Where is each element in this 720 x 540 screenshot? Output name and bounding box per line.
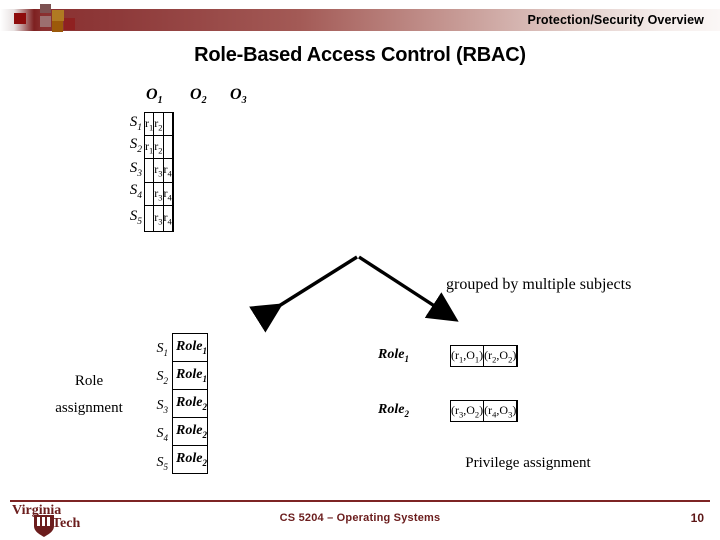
privilege-cell-r1c1: (r1,O1) xyxy=(449,345,485,367)
matrix-cell-r3c3: r4 xyxy=(162,158,173,183)
header-deco-square-4 xyxy=(52,10,64,21)
list-item: Role2 xyxy=(172,417,208,446)
table-row: (r3,O2)(r4,O3) xyxy=(449,400,519,422)
header-deco-square-3 xyxy=(40,16,51,27)
matrix-cell-r5c1 xyxy=(143,205,155,232)
list-item: Role2 xyxy=(172,389,208,418)
list-item: Role1 xyxy=(172,361,208,390)
arrow-right xyxy=(358,255,459,322)
role-assignment-label-line2: assignment xyxy=(55,400,123,416)
matrix-cell-r1-tail xyxy=(171,112,174,136)
logo-word-virginia: Virginia xyxy=(12,503,62,518)
role-assignment-label: Role assignment xyxy=(34,368,144,422)
list-item: Role1 xyxy=(172,333,208,362)
privilege-cell-r2c2: (r4,O3) xyxy=(483,400,518,422)
privilege-cell-r1-empty xyxy=(516,345,519,367)
matrix-col-header-3: O3 xyxy=(230,86,247,107)
matrix-row-label-4: S4 xyxy=(129,182,142,201)
privilege-table-2: (r3,O2)(r4,O3) xyxy=(449,400,519,422)
role-row-label-3: S3 xyxy=(156,398,169,415)
matrix-cell-r5-tail xyxy=(171,205,174,232)
matrix-row-label-3: S3 xyxy=(129,160,142,179)
matrix-col-header-2: O2 xyxy=(190,86,207,107)
matrix-cell-r1c1: r1 xyxy=(143,112,155,136)
header-deco-square-1 xyxy=(14,13,26,24)
matrix-cell-r4-tail xyxy=(171,182,174,206)
vt-shield-icon xyxy=(34,515,54,537)
grouped-by-multiple-subjects-note: grouped by multiple subjects xyxy=(446,276,632,293)
page-title: Role-Based Access Control (RBAC) xyxy=(194,44,526,66)
header-overview-label: Protection/Security Overview xyxy=(527,13,704,27)
footer-page-number: 10 xyxy=(690,511,704,525)
header-deco-square-5 xyxy=(52,21,63,32)
footer-course-label: CS 5204 – Operating Systems xyxy=(279,512,441,524)
footer-divider xyxy=(10,500,710,502)
logo-word-tech: Tech xyxy=(52,516,81,531)
privilege-table-1: (r1,O1)(r2,O2) xyxy=(449,345,519,367)
matrix-col-header-1: O1 xyxy=(146,86,163,107)
grouping-arrows xyxy=(249,255,459,333)
matrix-cell-r4c3: r4 xyxy=(162,182,173,206)
matrix-cell-r3c2: r3 xyxy=(153,158,164,183)
matrix-cell-r1c3 xyxy=(162,112,173,136)
role-cell-4: Role2 xyxy=(172,417,208,446)
privilege-cell-r2-empty xyxy=(516,400,519,422)
matrix-row-label-5: S5 xyxy=(129,208,142,227)
role-row-label-5: S5 xyxy=(156,455,169,472)
matrix-cell-r1c2: r2 xyxy=(153,112,164,136)
matrix-cell-r5c3: r4 xyxy=(162,205,173,232)
matrix-cell-r2-tail xyxy=(171,135,174,159)
role-cell-1: Role1 xyxy=(172,333,208,362)
header-deco-square-2 xyxy=(40,4,51,13)
privilege-cell-r2c1: (r3,O2) xyxy=(449,400,485,422)
matrix-row-label-2: S2 xyxy=(129,136,142,155)
matrix-cell-r2c2: r2 xyxy=(153,135,164,159)
role-row-label-4: S4 xyxy=(156,426,169,443)
arrow-left xyxy=(249,255,358,333)
role-row-label-2: S2 xyxy=(156,369,169,386)
matrix-cell-r5c2: r3 xyxy=(153,205,164,232)
matrix-cell-r2c1: r1 xyxy=(143,135,155,159)
privilege-role-name-2: Role2 xyxy=(378,402,409,419)
privilege-role-name-1: Role1 xyxy=(378,347,409,364)
header-gradient-band xyxy=(0,9,720,31)
matrix-cell-r3c1 xyxy=(143,158,155,183)
role-cell-2: Role1 xyxy=(172,361,208,390)
header-deco-square-6 xyxy=(64,18,75,30)
table-row: (r1,O1)(r2,O2) xyxy=(449,345,519,367)
privilege-assignment-caption: Privilege assignment xyxy=(465,455,591,471)
privilege-cell-r1c2: (r2,O2) xyxy=(483,345,518,367)
matrix-cell-r4c2: r3 xyxy=(153,182,164,206)
role-cell-3: Role2 xyxy=(172,389,208,418)
role-row-label-1: S1 xyxy=(156,341,169,358)
matrix-cell-r3-tail xyxy=(171,158,174,183)
matrix-cell-r4c1 xyxy=(143,182,155,206)
role-assignment-label-line1: Role xyxy=(74,373,104,389)
virginia-tech-logo: Virginia Tech xyxy=(12,503,116,537)
role-cell-5: Role2 xyxy=(172,445,208,474)
matrix-cell-r2c3 xyxy=(162,135,173,159)
list-item: Role2 xyxy=(172,445,208,474)
matrix-row-label-1: S1 xyxy=(129,114,142,133)
